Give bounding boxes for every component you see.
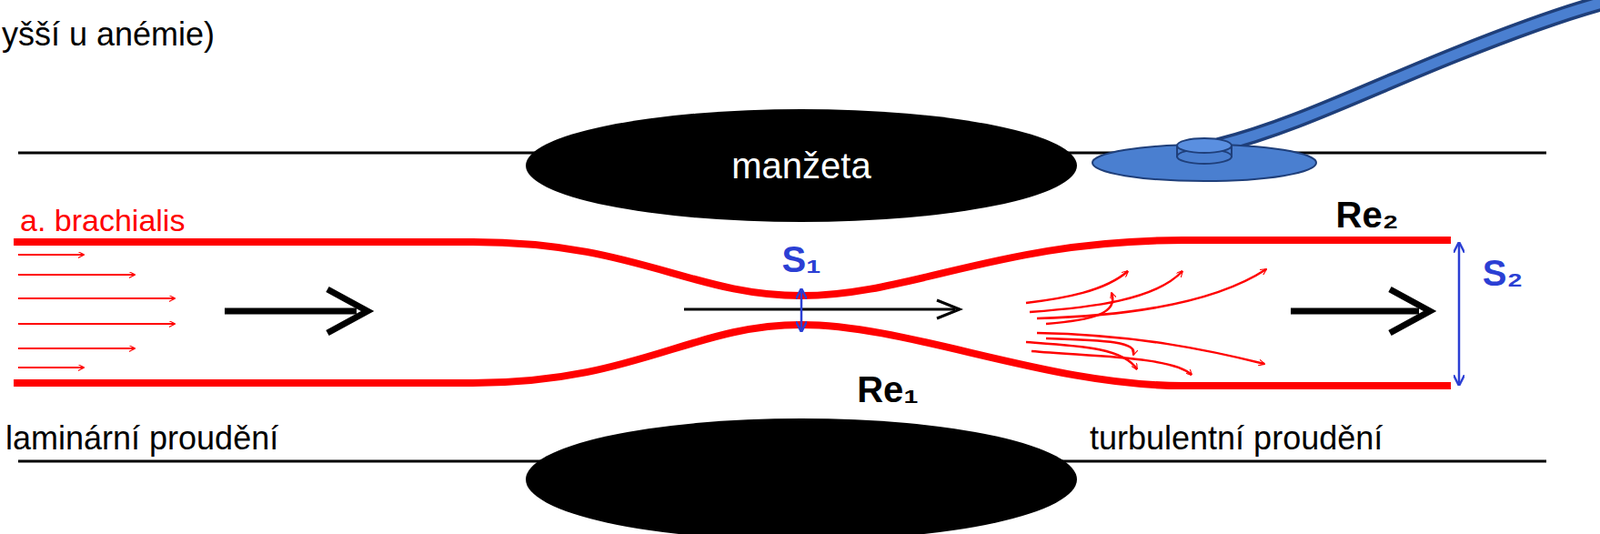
dimension-arrow — [1458, 242, 1461, 385]
area-symbol: S₂ — [1482, 254, 1523, 292]
cuff-ellipse — [525, 418, 1077, 534]
turbulent-arrows — [1026, 269, 1267, 375]
reynolds-symbol: Re₂ — [1336, 196, 1399, 233]
dimension-arrow — [800, 289, 804, 332]
arm-outline — [18, 151, 564, 155]
cuff-fill — [525, 109, 1077, 222]
vessel-name: a. brachialis — [20, 204, 185, 236]
laminar-arrows — [18, 254, 175, 368]
cuff-ellipse: manžeta — [525, 109, 1077, 222]
arm-outline — [18, 460, 564, 463]
flow-arrow — [224, 289, 368, 333]
artery-wall — [13, 324, 1451, 386]
reynolds-symbol: Re₁ — [856, 371, 919, 408]
area-symbol: S₁ — [781, 241, 821, 278]
cuff-label: manžeta — [731, 147, 871, 184]
flow-type: laminární proudění — [5, 422, 279, 455]
arm-outline — [1046, 460, 1547, 463]
flow-type: turbulentní proudění — [1089, 422, 1383, 455]
flow-arrow — [684, 300, 960, 319]
stethoscope — [1092, 1, 1600, 182]
flow-arrow — [1290, 289, 1430, 333]
note-text: yšší u anémie) — [1, 18, 215, 51]
artery-wall — [13, 240, 1451, 296]
